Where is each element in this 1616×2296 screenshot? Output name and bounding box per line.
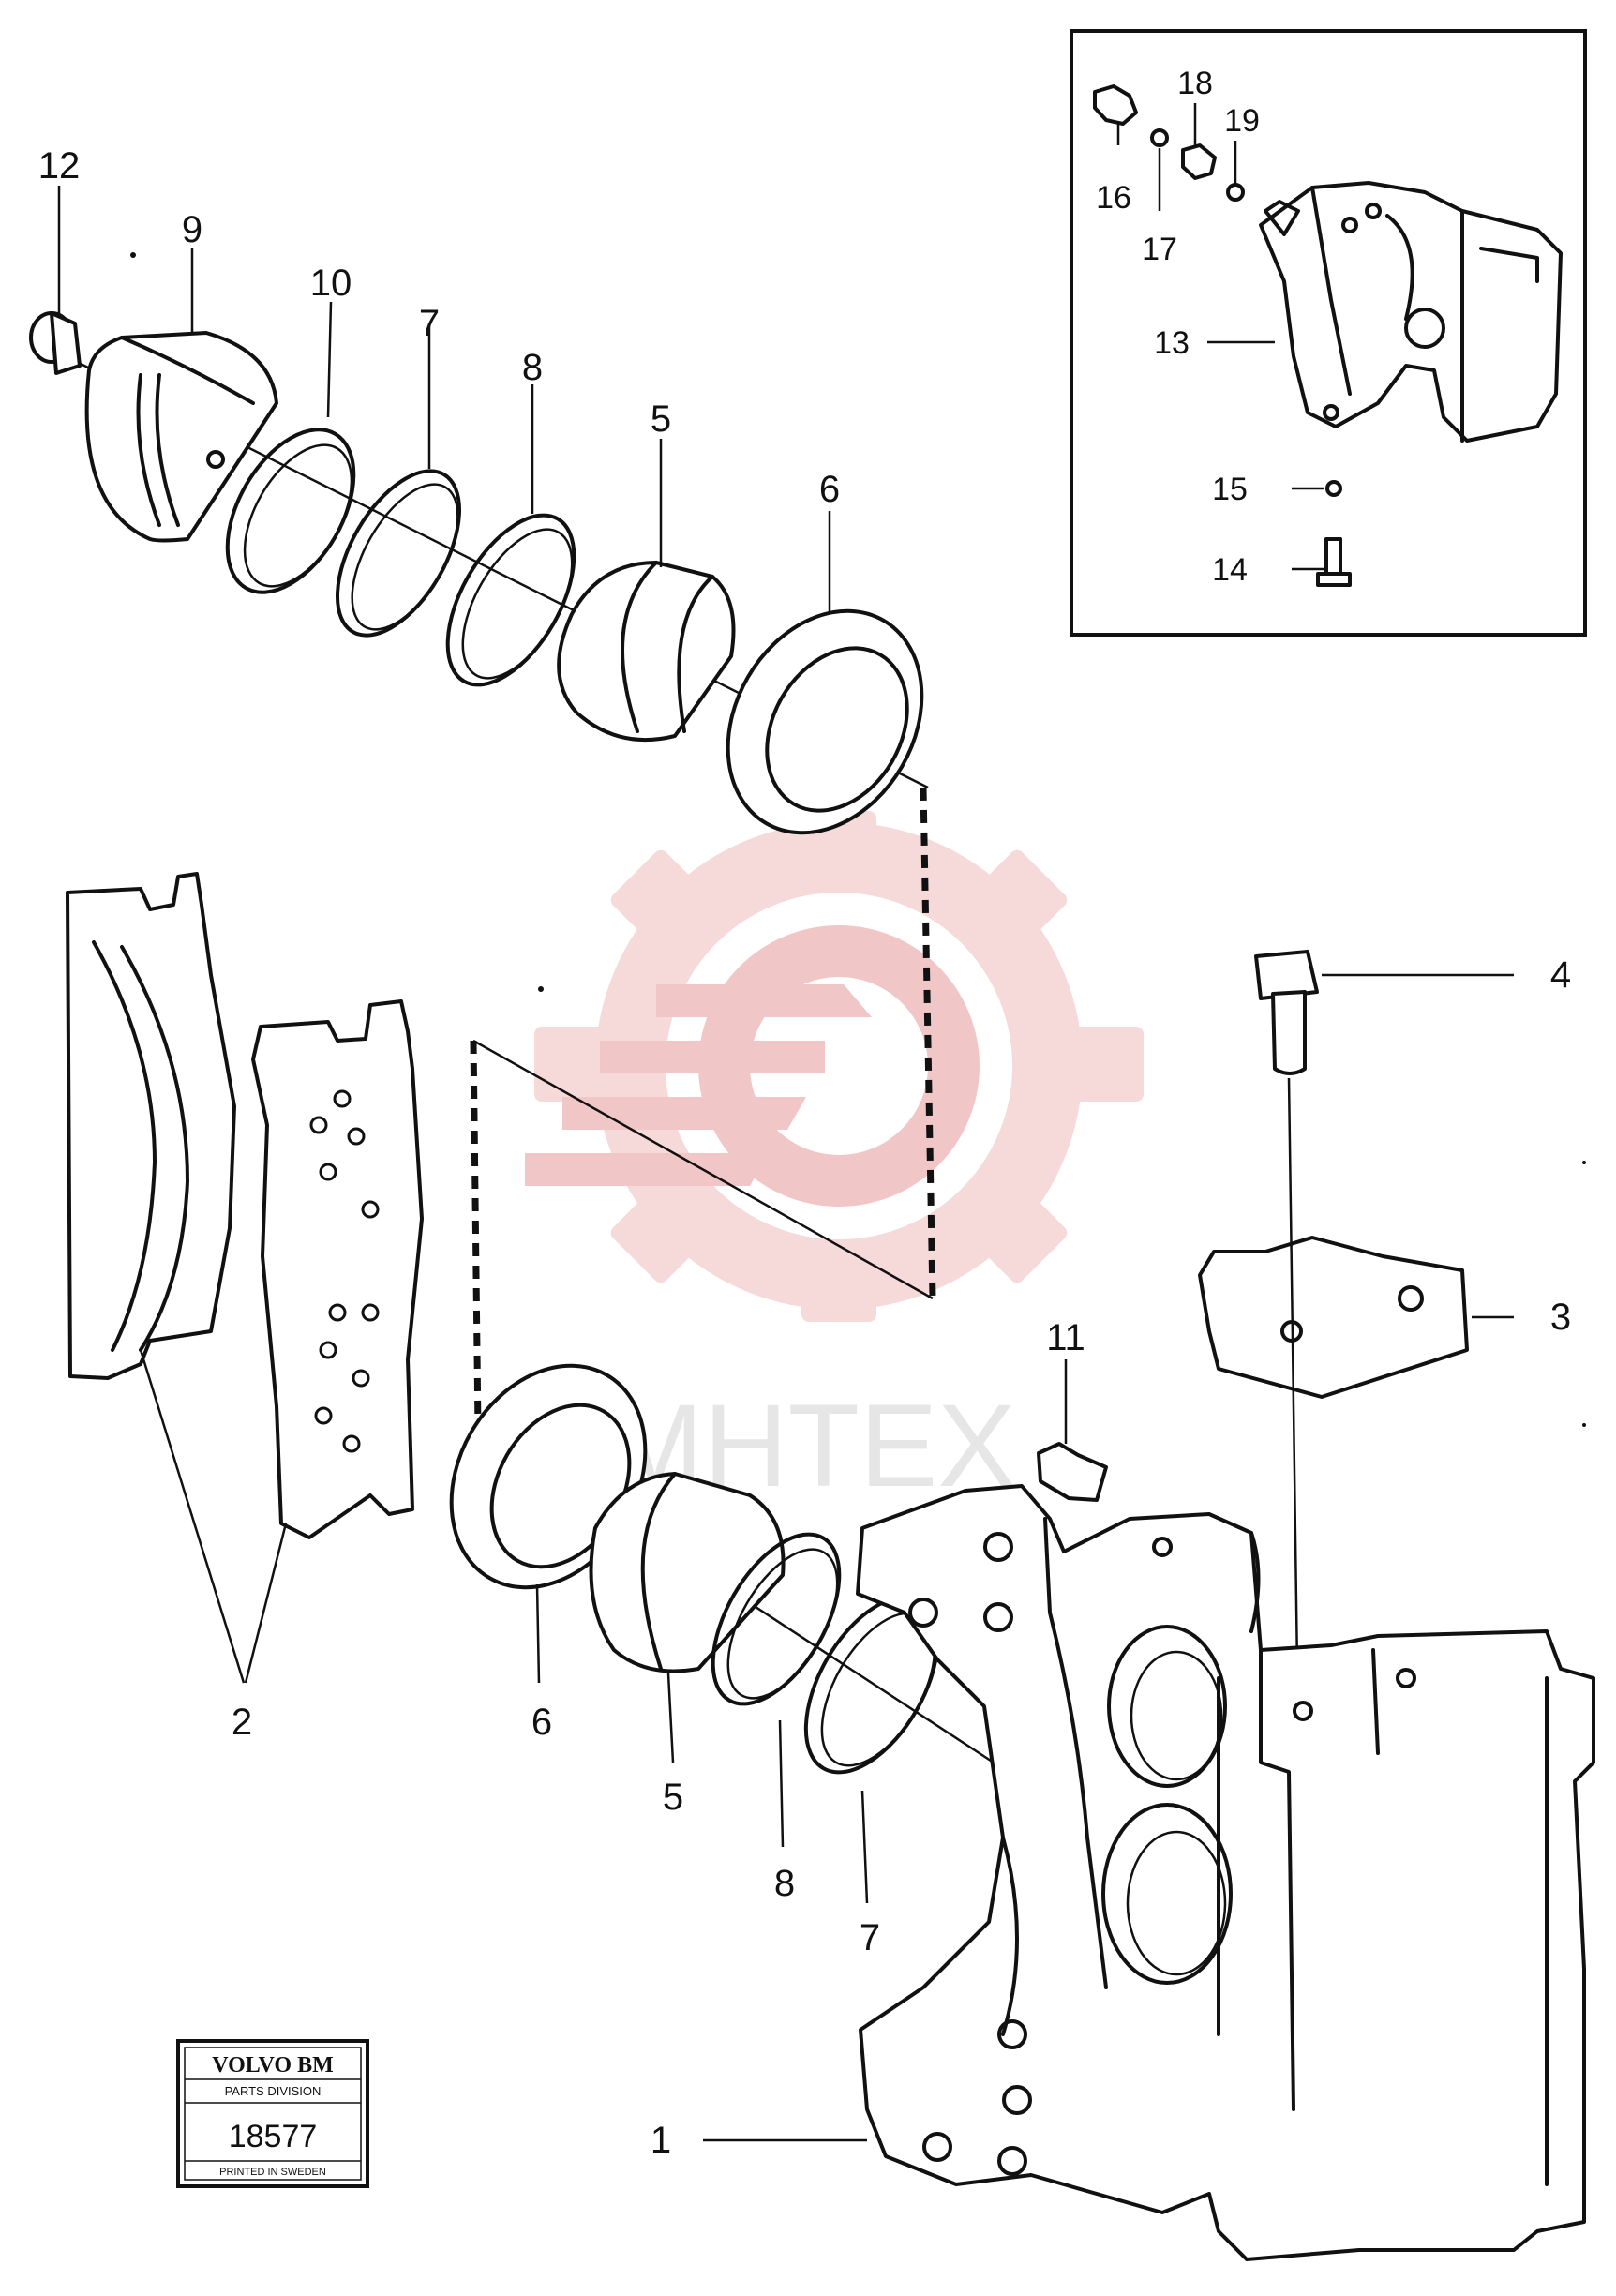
watermark-logo: MHTEX [525,811,1144,1511]
upper-piston-assembly: 12 9 10 7 8 5 6 [29,145,929,835]
part-2-brake-pads [66,872,424,1684]
label-10: 10 [310,263,352,304]
label-3: 3 [1550,1297,1571,1338]
label-8-upper: 8 [522,347,543,388]
part-5-piston-lower [589,1472,786,1673]
label-17: 17 [1142,232,1177,267]
label-8-lower: 8 [774,1863,795,1904]
assembly-guide-lines [470,787,936,1431]
stamp-number: 18577 [229,2119,318,2154]
part-11-grease-nipple [1037,1359,1108,1502]
part-4-bolt [1254,950,1514,1075]
label-5-lower: 5 [663,1777,683,1818]
stamp-brand: VOLVO BM [212,2053,334,2078]
inset-caliper-housing [1259,181,1563,443]
label-6-lower: 6 [531,1702,552,1743]
part-12-plug [29,311,82,375]
label-7-lower: 7 [860,1917,880,1958]
label-14: 14 [1212,552,1248,588]
inset-bleeder-parts [1093,84,1352,587]
label-4: 4 [1550,954,1571,996]
label-19: 19 [1224,103,1260,139]
label-2: 2 [232,1702,252,1743]
label-15: 15 [1212,472,1248,507]
label-7-upper: 7 [419,303,440,344]
stamp-printed: PRINTED IN SWEDEN [219,2167,326,2178]
volvo-bm-parts-stamp: VOLVO BM PARTS DIVISION 18577 PRINTED IN… [176,2039,369,2188]
lower-piston-assembly [449,1363,995,1904]
part-1-caliper-housing [703,1484,1595,2261]
part-3-plate [1198,1236,1514,1399]
part-5-piston-upper [557,561,736,743]
label-16: 16 [1096,180,1131,216]
inset-detail-box: 16 17 18 19 13 15 14 [1070,29,1587,637]
stamp-division: PARTS DIVISION [225,2084,322,2098]
part-6-seal-upper [726,608,924,835]
label-6-upper: 6 [819,469,840,510]
label-12: 12 [38,145,81,187]
part-9-cover [84,331,278,543]
label-11: 11 [1046,1317,1085,1358]
label-9: 9 [182,209,202,250]
label-13: 13 [1154,325,1190,361]
label-18: 18 [1177,66,1213,101]
label-1: 1 [651,2120,671,2161]
label-5-upper: 5 [651,398,671,440]
